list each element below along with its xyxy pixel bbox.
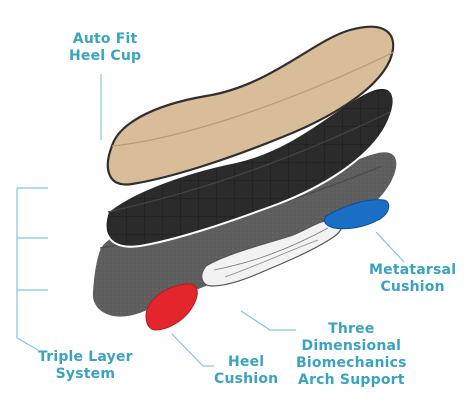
leader-line-heel-cushion [171, 333, 214, 367]
label-triple-layer-system: Triple Layer System [38, 349, 133, 383]
leader-lines [16, 74, 405, 367]
label-auto-fit-heel-cup: Auto Fit Heel Cup [69, 31, 141, 65]
label-line: Metatarsal [369, 262, 457, 278]
label-line: Biomechanics [296, 355, 407, 371]
heel-pad [145, 283, 198, 331]
label-line: Dimensional [301, 338, 402, 354]
label-line: Arch Support [298, 372, 405, 388]
top-layer [106, 25, 395, 186]
leader-line-arch [240, 310, 296, 331]
metatarsal-pad [323, 199, 390, 230]
arch-support-insert [201, 219, 343, 287]
middle-layer [104, 87, 395, 248]
label-heel-cushion: Heel Cushion [214, 354, 278, 388]
label-line: Heel Cup [69, 48, 142, 64]
label-line: Cushion [214, 371, 279, 387]
leader-line-metatarsal [375, 231, 405, 263]
label-line: System [55, 366, 116, 382]
label-arch-support: Three Dimensional Biomechanics Arch Supp… [296, 321, 407, 389]
label-line: Auto Fit [72, 31, 138, 47]
label-metatarsal-cushion: Metatarsal Cushion [369, 262, 456, 296]
label-line: Cushion [380, 279, 445, 295]
label-line: Three [328, 321, 375, 337]
label-line: Heel [228, 354, 265, 370]
label-line: Triple Layer [38, 349, 133, 365]
leader-line-triple-bracket [16, 187, 48, 351]
